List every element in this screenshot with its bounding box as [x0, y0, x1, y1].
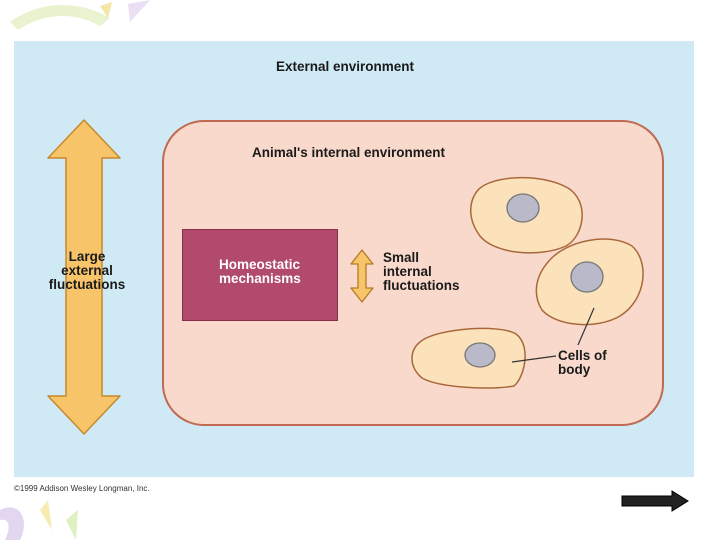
homeostatic-line-2: mechanisms [219, 271, 301, 287]
cells-label-line-2: body [558, 362, 591, 378]
cell-bottom [411, 327, 526, 389]
homeostatic-mechanisms-label: Homeostatic mechanisms [183, 257, 337, 287]
decorative-swoosh-top [10, 0, 150, 30]
small-fluctuations-line-2: internal [383, 264, 432, 280]
cells-of-body-label: Cells of body [558, 348, 607, 378]
large-fluctuations-arrow-icon [47, 119, 121, 435]
next-slide-arrow-icon[interactable] [620, 490, 690, 512]
cells-pointer-line-1 [511, 355, 557, 363]
cells-label-line-1: Cells of [558, 348, 607, 363]
large-fluctuations-line-3: fluctuations [48, 277, 126, 293]
large-external-fluctuations-label: Large external fluctuations [30, 249, 144, 293]
internal-environment-label: Animal's internal environment [252, 145, 446, 160]
cell-middle [535, 238, 644, 326]
homeostatic-mechanisms-box: Homeostatic mechanisms [182, 229, 338, 321]
cells-pointer-line-2 [577, 307, 595, 346]
homeostatic-line-1: Homeostatic [219, 257, 301, 272]
cell-top [470, 176, 583, 254]
decorative-swoosh-bottom [0, 500, 78, 540]
small-fluctuations-line-3: fluctuations [383, 278, 460, 294]
copyright-text: ©1999 Addison Wesley Longman, Inc. [14, 484, 150, 493]
small-fluctuations-line-1: Small [383, 250, 420, 265]
small-fluctuations-arrow-icon [350, 249, 374, 303]
small-internal-fluctuations-label: Small internal fluctuations [383, 250, 460, 294]
external-environment-label: External environment [276, 59, 415, 74]
large-fluctuations-line-2: external [61, 263, 113, 279]
large-fluctuations-line-1: Large [68, 249, 106, 264]
